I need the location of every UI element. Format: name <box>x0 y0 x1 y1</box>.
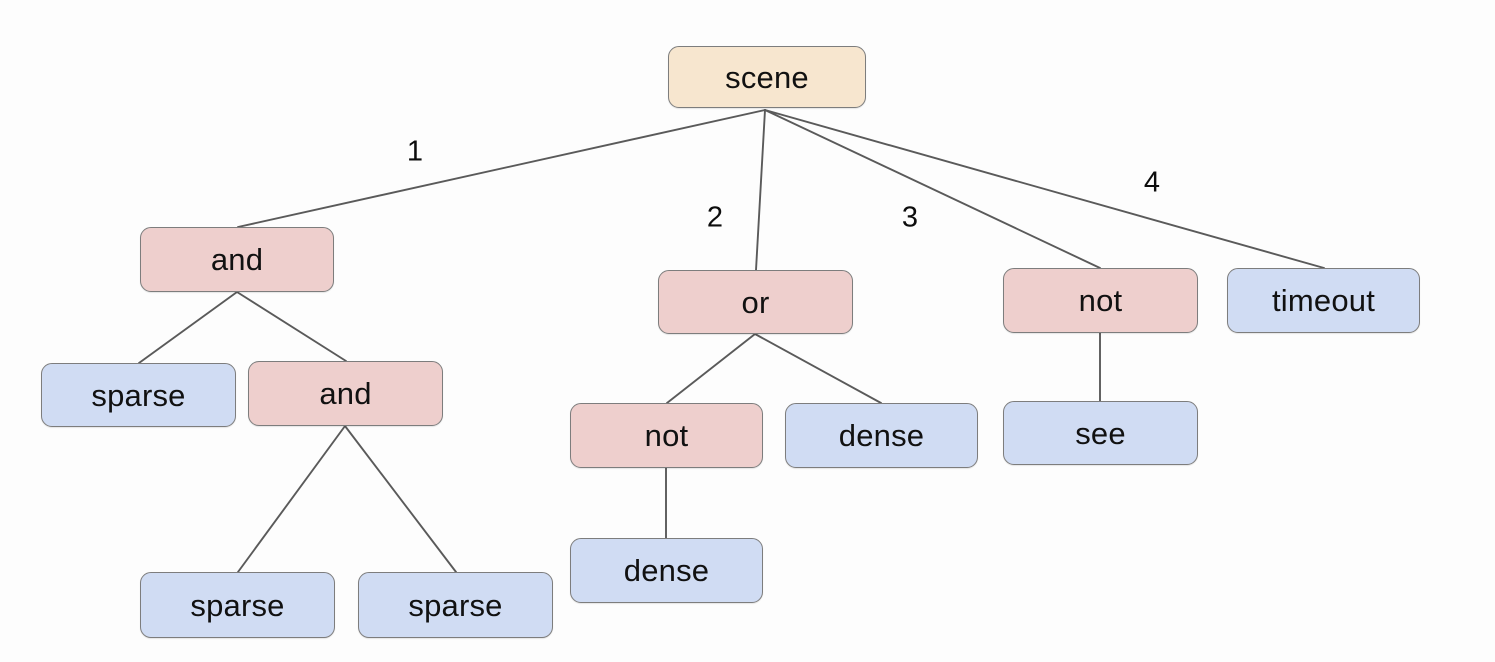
tree-node-label: timeout <box>1271 283 1376 318</box>
tree-edge-and1-to-sparse1 <box>138 291 238 364</box>
tree-node-not1[interactable]: not <box>570 403 763 468</box>
tree-edge-scene-to-and1 <box>237 109 766 228</box>
tree-node-label: or <box>741 284 770 320</box>
tree-edge-and1-to-and2 <box>236 291 347 362</box>
tree-node-not2[interactable]: not <box>1003 268 1198 333</box>
tree-node-label: sparse <box>91 377 186 413</box>
tree-node-sparse3[interactable]: sparse <box>358 572 553 638</box>
edge-label-2: 2 <box>706 201 724 234</box>
tree-node-and2[interactable]: and <box>248 361 443 426</box>
edge-label-3: 3 <box>901 201 919 234</box>
tree-edge-and2-to-sparse2 <box>237 425 346 573</box>
tree-node-label: not <box>1078 283 1123 318</box>
edge-label-4: 4 <box>1143 166 1161 199</box>
edge-label-1: 1 <box>406 135 424 168</box>
tree-edge-or1-to-not1 <box>666 333 756 404</box>
tree-node-or1[interactable]: or <box>658 270 853 334</box>
tree-edge-scene-to-or1 <box>755 109 766 271</box>
tree-edge-and2-to-sparse3 <box>344 425 457 573</box>
tree-node-label: not <box>644 418 689 453</box>
tree-node-label: see <box>1075 415 1126 451</box>
tree-node-scene[interactable]: scene <box>668 46 866 108</box>
tree-node-dense2[interactable]: dense <box>570 538 763 603</box>
tree-node-timeout1[interactable]: timeout <box>1227 268 1420 333</box>
tree-node-see1[interactable]: see <box>1003 401 1198 465</box>
tree-edge-scene-to-not2 <box>764 109 1101 269</box>
tree-node-label: and <box>319 376 372 411</box>
tree-edge-or1-to-dense1 <box>754 333 882 404</box>
tree-edge-scene-to-timeout1 <box>764 109 1325 269</box>
tree-node-label: and <box>210 242 264 277</box>
tree-node-dense1[interactable]: dense <box>785 403 978 468</box>
tree-node-and1[interactable]: and <box>140 227 334 292</box>
tree-node-label: sparse <box>190 587 285 623</box>
tree-node-label: scene <box>725 59 809 95</box>
tree-node-sparse1[interactable]: sparse <box>41 363 236 427</box>
tree-node-sparse2[interactable]: sparse <box>140 572 335 638</box>
tree-node-label: dense <box>838 418 925 453</box>
tree-node-label: sparse <box>408 587 503 623</box>
tree-node-label: dense <box>623 553 710 588</box>
